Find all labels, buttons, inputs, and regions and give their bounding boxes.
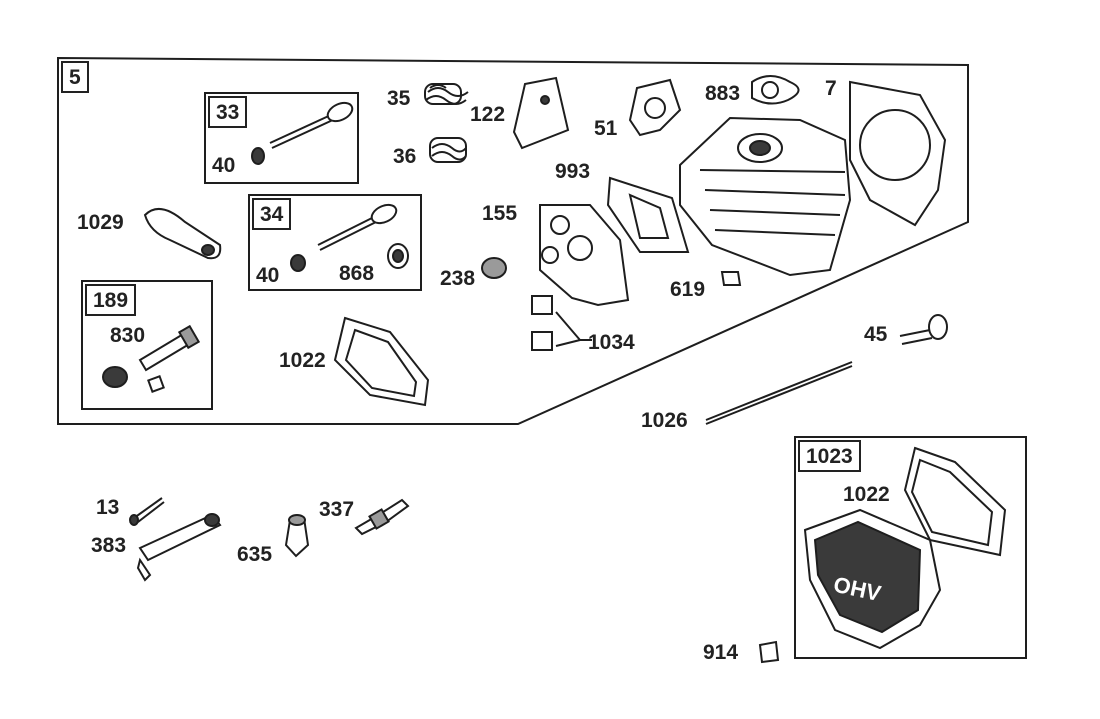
bracket-383-drawing [136, 513, 222, 582]
callout-1026: 1026 [641, 409, 688, 432]
group-34-frame [248, 194, 422, 291]
bolt-619-drawing [720, 271, 742, 286]
intake-gasket-drawing [628, 78, 682, 137]
head-gasket-drawing [849, 80, 947, 227]
valve-spring-35-drawing [424, 83, 469, 105]
callout-883: 883 [705, 82, 741, 105]
callout-383: 383 [91, 534, 127, 557]
plug-drawing [481, 257, 507, 279]
group-33-label: 33 [208, 96, 248, 128]
callout-1029: 1029 [77, 211, 124, 234]
group-5-frame [57, 56, 969, 425]
callout-914: 914 [703, 641, 739, 664]
callout-1022-frame: 1022 [279, 349, 326, 372]
clip-lower-drawing [531, 331, 553, 351]
callout-619: 619 [670, 278, 706, 301]
group-1023-frame [794, 436, 1027, 659]
exhaust-gasket-drawing [751, 75, 800, 105]
callout-122: 122 [470, 103, 506, 126]
terminal-635-drawing [284, 514, 310, 558]
callout-635: 635 [237, 543, 273, 566]
cylinder-head-drawing [679, 116, 852, 277]
callout-1034: 1034 [588, 331, 635, 354]
group-34-label: 34 [252, 198, 292, 230]
valve-spring-36-drawing [429, 137, 467, 163]
adjuster-stud-drawing [102, 324, 201, 393]
callout-868: 868 [339, 262, 375, 285]
callout-993: 993 [555, 160, 591, 183]
baffle-plate-drawing [512, 76, 570, 150]
callout-830: 830 [110, 324, 146, 347]
group-189-label: 189 [85, 284, 137, 316]
clip-upper-drawing [531, 295, 553, 315]
intake-valve-drawing [251, 101, 354, 165]
callout-155: 155 [482, 202, 518, 225]
valve-cover-drawing: OHV [803, 508, 942, 650]
callout-337: 337 [319, 498, 355, 521]
group-33-frame [204, 92, 359, 184]
callout-13: 13 [96, 496, 120, 519]
callout-40-exhaust: 40 [256, 264, 280, 287]
push-rod-45-drawing [899, 314, 948, 345]
group-189-frame [81, 280, 213, 410]
exhaust-valve-drawing [290, 203, 409, 272]
callout-45: 45 [864, 323, 888, 346]
rocker-cover-gasket-drawing [333, 316, 430, 407]
callout-1022-cover: 1022 [843, 483, 890, 506]
spark-plug-337-drawing [354, 498, 410, 536]
callout-51: 51 [594, 117, 618, 140]
callout-35: 35 [387, 87, 411, 110]
push-rod-1026-drawing [705, 361, 853, 421]
plate-gasket-drawing [606, 176, 690, 253]
callout-238: 238 [440, 267, 476, 290]
group-1023-label: 1023 [798, 440, 861, 472]
bolt-13-drawing [129, 497, 165, 526]
valve-cover-plate-drawing [539, 204, 630, 307]
callout-40-intake: 40 [212, 154, 236, 177]
group-5-label: 5 [61, 61, 89, 93]
bolt-914-drawing [758, 640, 780, 664]
callout-7: 7 [825, 77, 837, 100]
callout-36: 36 [393, 145, 417, 168]
rocker-arm-drawing [143, 207, 222, 260]
